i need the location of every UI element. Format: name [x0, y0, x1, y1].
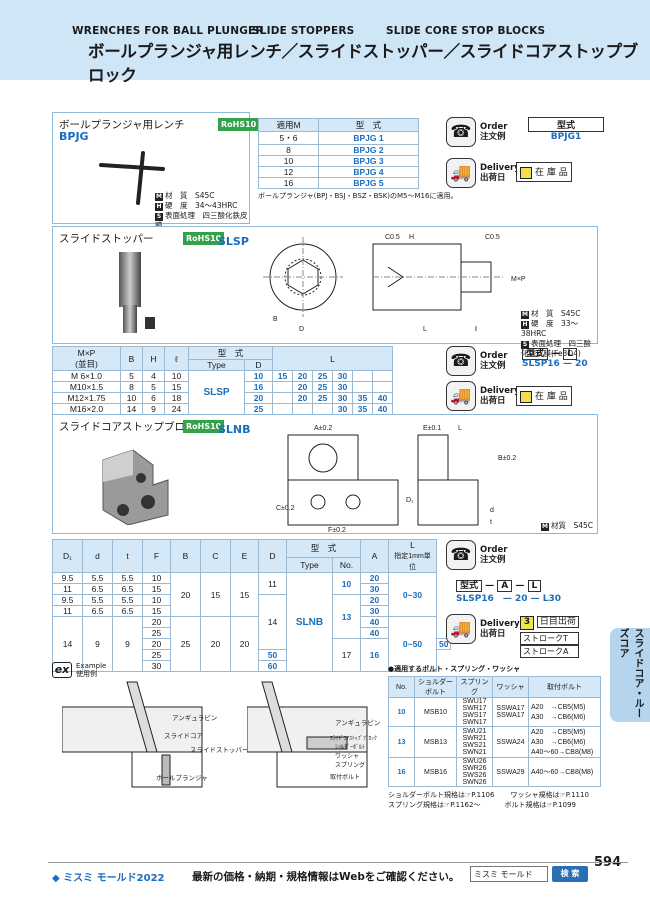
callout-label: アンギュラピン — [335, 719, 381, 727]
misumi-icon: ◆ — [52, 873, 60, 884]
bolt-refs: スプリング規格は☞P.1162～ ボルト規格は☞P.1099 — [388, 800, 601, 810]
ref-link[interactable]: ワッシャ規格は☞P.1110 — [510, 791, 589, 799]
svg-text:F±0.2: F±0.2 — [328, 527, 346, 534]
slsp-code: SLSP — [218, 235, 249, 248]
phone-icon: ☎ — [446, 540, 476, 570]
slnb-drawing: A±0.2 E±0.1 L B±0.2 C±0.2 F±0.2 D₁ d t — [276, 425, 516, 534]
brand-logo: ◆ ミスミ モールド2022 — [52, 873, 165, 884]
svg-text:D: D — [299, 326, 304, 333]
callout-label: ｼｮﾙﾀﾞｰﾎﾞﾙﾄ — [335, 744, 366, 751]
callout-label: スライドコア — [164, 732, 203, 740]
callout-label: アンギュラピン — [172, 714, 218, 722]
truck-icon: 🚚 — [446, 614, 476, 644]
ref-link[interactable]: ショルダーボルト規格は☞P.1106 — [388, 791, 495, 799]
truck-icon: 🚚 — [446, 381, 476, 411]
stock-icon — [520, 390, 532, 403]
bpjg-order-example: 型式 BPJG1 — [528, 117, 604, 142]
callout-label: ｽﾗｲﾄﾞｺｱｽﾄｯﾌﾟﾌﾞﾛｯｸ — [330, 736, 377, 742]
rohs-badge: RoHS10 — [183, 232, 225, 245]
slsp-photo — [119, 252, 155, 333]
callout-label: ボールプランジャ — [156, 774, 208, 782]
bpjg-title: ボールプランジャ用レンチ — [59, 119, 185, 131]
svg-text:E±0.1: E±0.1 — [423, 425, 441, 432]
rohs-badge: RoHS10 — [218, 118, 260, 131]
callout-label: ワッシャ — [335, 753, 360, 760]
side-category-tab[interactable]: スライドコア・ルーズコア — [610, 628, 650, 722]
example-drawing-right — [247, 681, 368, 788]
svg-text:B±0.2: B±0.2 — [498, 455, 516, 462]
svg-text:L: L — [458, 425, 462, 432]
bolt-refs: ショルダーボルト規格は☞P.1106 ワッシャ規格は☞P.1110 — [388, 790, 601, 800]
ref-link[interactable]: ボルト規格は☞P.1099 — [504, 801, 576, 809]
truck-icon: 🚚 — [446, 158, 476, 188]
slnb-delivery: 3 日目出荷 ストロークT ストロークA — [520, 614, 579, 658]
slsp-panel: スライドストッパー RoHS10 SLSP C0.5 H C0.5 M×P B … — [52, 226, 598, 358]
example-drawing-left — [62, 681, 203, 788]
svg-text:M×P: M×P — [511, 276, 526, 283]
slnb-code: SLNB — [218, 423, 251, 436]
svg-text:ℓ: ℓ — [474, 326, 478, 333]
page-title: ボールプランジャ用レンチ／スライドストッパー／スライドコアストップブロック — [88, 42, 638, 85]
header-en-3: SLIDE CORE STOP BLOCKS — [386, 25, 546, 37]
stock-icon — [520, 166, 532, 179]
slnb-photo — [102, 449, 169, 525]
svg-text:A±0.2: A±0.2 — [314, 425, 332, 432]
header-en-1: WRENCHES FOR BALL PLUNGER — [72, 25, 264, 37]
stock-badge: 在 庫 品 — [516, 162, 572, 182]
svg-text:C±0.2: C±0.2 — [276, 505, 295, 512]
slsp-title: スライドストッパー — [59, 233, 154, 245]
callout-label: スプリング — [335, 762, 366, 769]
slnb-title: スライドコアストップブロック — [59, 421, 206, 433]
svg-text:D₁: D₁ — [406, 497, 414, 504]
example-badge: ex — [52, 662, 72, 678]
search-input[interactable]: ミスミ モールド — [470, 866, 548, 882]
svg-text:C0.5: C0.5 — [385, 234, 400, 241]
wrench-illustration — [99, 151, 165, 205]
header-en-2: SLIDE STOPPERS — [252, 25, 355, 37]
svg-text:L: L — [423, 326, 427, 333]
svg-text:t: t — [490, 519, 492, 526]
ref-link[interactable]: スプリング規格は☞P.1162～ — [388, 801, 481, 809]
rohs-badge: RoHS10 — [183, 420, 225, 433]
svg-text:B: B — [273, 316, 278, 323]
slsp-order-example: 型式 — L SLSP16 — 20 — [522, 348, 588, 369]
slsp-drawing: C0.5 H C0.5 M×P B D L ℓ — [263, 234, 526, 333]
web-notice: 最新の価格・納期・規格情報はWebをご確認ください。 — [192, 871, 460, 883]
callout-label: スライドストッパー — [190, 746, 249, 754]
svg-text:H: H — [409, 234, 414, 241]
phone-icon: ☎ — [446, 346, 476, 376]
slnb-panel: スライドコアストップブロック RoHS10 SLNB A±0.2 E±0.1 L… — [52, 414, 598, 534]
svg-text:C0.5: C0.5 — [485, 234, 500, 241]
callout-label: 取付ボルト — [330, 774, 361, 781]
stock-badge: 在 庫 品 — [516, 386, 572, 406]
bolt-title: ●適用するボルト・スプリング・ワッシャ — [388, 665, 521, 673]
search-button[interactable]: 検 索 — [552, 866, 588, 882]
page-header: WRENCHES FOR BALL PLUNGER SLIDE STOPPERS… — [0, 0, 650, 85]
slnb-order-example: 型式 — A — L SLSP16 — 20 — L30 — [456, 580, 562, 604]
bpjg-code: BPJG — [59, 130, 89, 143]
phone-icon: ☎ — [446, 117, 476, 147]
bpjg-note: ボールプランジャ(BPJ・BSJ・BSZ・BSK)のM5～M16に適用。 — [258, 192, 458, 200]
bolt-section: ●適用するボルト・スプリング・ワッシャ No.ショルダーボルトスプリングワッシャ… — [388, 664, 601, 810]
svg-text:d: d — [490, 507, 494, 514]
